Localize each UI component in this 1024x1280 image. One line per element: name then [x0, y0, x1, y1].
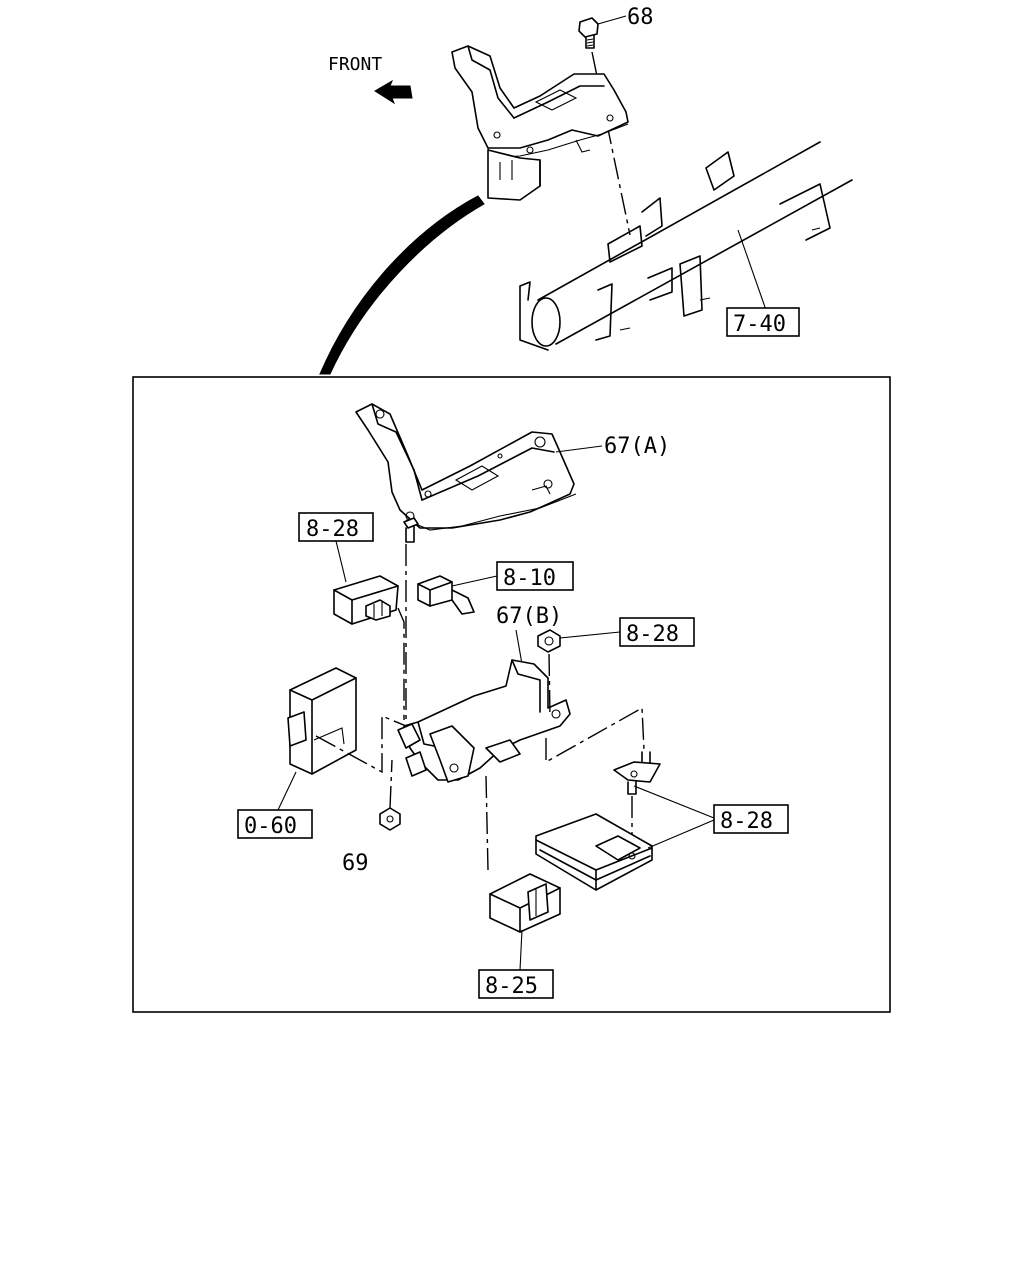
leader-8-10	[451, 575, 498, 587]
nut-69-axis	[389, 759, 393, 809]
nut-69-icon	[379, 807, 401, 831]
ref-box-8-28-right[interactable]	[713, 804, 789, 834]
label-67b: 67(B)	[496, 604, 562, 629]
label-8-28-right[interactable]: 8-28	[720, 809, 773, 834]
ref-box-7-40[interactable]	[726, 307, 800, 337]
ecu-module-8-28	[535, 813, 653, 891]
detail-group: 67(A) 8-28 8-10 67(B)	[237, 403, 789, 999]
leader-67a	[555, 445, 603, 453]
relay-8-25	[489, 873, 561, 933]
harness-line-e	[485, 775, 489, 871]
label-69: 69	[342, 851, 369, 876]
leader-7-40	[737, 229, 767, 311]
nut-axis	[548, 653, 551, 717]
harness-line-b	[397, 607, 405, 720]
nut-icon	[537, 629, 561, 653]
bracket-67b	[397, 659, 571, 783]
leader-67b	[515, 629, 523, 665]
ref-box-8-28-mid[interactable]	[619, 617, 695, 647]
label-67a: 67(A)	[604, 434, 670, 459]
harness-line-c	[315, 714, 407, 774]
control-unit-0-60	[287, 667, 357, 775]
zoom-pointer-arrow	[319, 195, 485, 375]
ref-box-8-25[interactable]	[478, 969, 554, 999]
leader-0-60	[277, 771, 297, 811]
overview-group: FRONT 68	[319, 5, 853, 375]
leader-8-28-mid	[559, 631, 621, 639]
leader-8-25	[519, 929, 523, 971]
overview-bracket	[451, 45, 629, 201]
ref-box-8-10[interactable]	[496, 561, 574, 591]
front-arrow-icon	[374, 79, 413, 105]
connector-8-10	[417, 575, 475, 615]
leader-8-28-right-a	[633, 785, 715, 819]
label-8-28-mid[interactable]: 8-28	[626, 622, 679, 647]
label-0-60[interactable]: 0-60	[244, 814, 297, 839]
label-68: 68	[627, 5, 654, 30]
bracket-67a	[355, 403, 577, 531]
harness-line-d	[545, 706, 645, 764]
label-8-28-top[interactable]: 8-28	[306, 517, 359, 542]
screw-icon	[403, 517, 419, 543]
label-7-40[interactable]: 7-40	[733, 312, 786, 337]
bolt-right-icon	[613, 751, 661, 795]
front-label: FRONT	[328, 54, 382, 75]
label-8-25[interactable]: 8-25	[485, 974, 538, 999]
detail-frame	[132, 376, 891, 1013]
bolt-68-icon	[578, 17, 599, 49]
bolt-68-axis	[591, 51, 631, 236]
cross-member-tube	[519, 141, 853, 351]
ref-box-0-60[interactable]	[237, 809, 313, 839]
leader-8-28-top	[335, 540, 347, 583]
leader-68	[597, 15, 627, 25]
relay-8-28	[333, 575, 399, 625]
label-8-10[interactable]: 8-10	[503, 566, 556, 591]
leader-8-28-right-b	[647, 819, 715, 849]
